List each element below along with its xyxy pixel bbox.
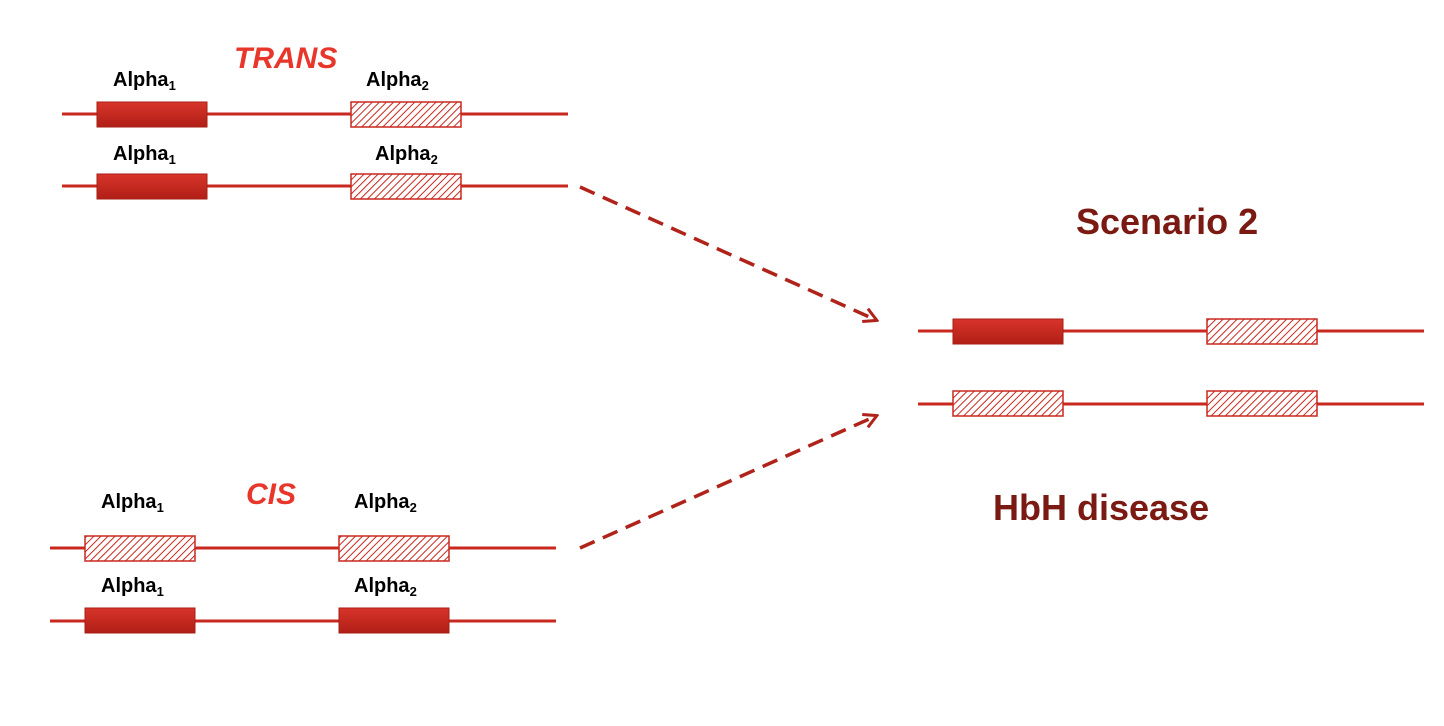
scenario-title: Scenario 2 [1076,201,1259,242]
outcome-label: HbH disease [993,487,1210,528]
trans-chromosome-2 [62,173,568,200]
trans-chr1-alpha1-label: Alpha1 [113,69,176,93]
result-chr2-alpha1-gene-deleted [952,390,1064,417]
cis-chromosome-2 [50,607,556,634]
cis-to-result-arrow [579,416,876,550]
result-chr1-alpha2-gene-deleted [1206,318,1318,345]
trans-chr2-alpha2-gene-deleted [350,173,462,200]
cis-chr1-alpha1-gene-deleted [84,535,196,562]
trans-chr2-alpha1-label: Alpha1 [113,143,176,167]
result-chr2-alpha2-gene-deleted [1206,390,1318,417]
trans-chromosome-1 [62,101,568,128]
trans-chr2-alpha2-label: Alpha2 [375,143,438,167]
cis-chromosome-1 [50,535,556,562]
cis-chr2-alpha2-label: Alpha2 [354,575,417,599]
cis-chr1-alpha1-label: Alpha1 [101,491,164,515]
cis-chr1-alpha2-label: Alpha2 [354,491,417,515]
trans-to-result-arrow [579,185,876,320]
cis-chr2-alpha1-label: Alpha1 [101,575,164,599]
trans-chr2-alpha1-gene-active [96,173,208,200]
result-chr1-alpha1-gene-active [952,318,1064,345]
result-chromosome-1 [918,318,1424,345]
trans-label: TRANS [234,42,338,75]
result-chromosome-2 [918,390,1424,417]
trans-chr1-alpha2-gene-deleted [350,101,462,128]
cis-chr2-alpha2-gene-active [338,607,450,634]
cis-chr2-alpha1-gene-active [84,607,196,634]
cis-label: CIS [246,478,297,511]
trans-chr1-alpha1-gene-active [96,101,208,128]
trans-chr1-alpha2-label: Alpha2 [366,69,429,93]
cis-chr1-alpha2-gene-deleted [338,535,450,562]
